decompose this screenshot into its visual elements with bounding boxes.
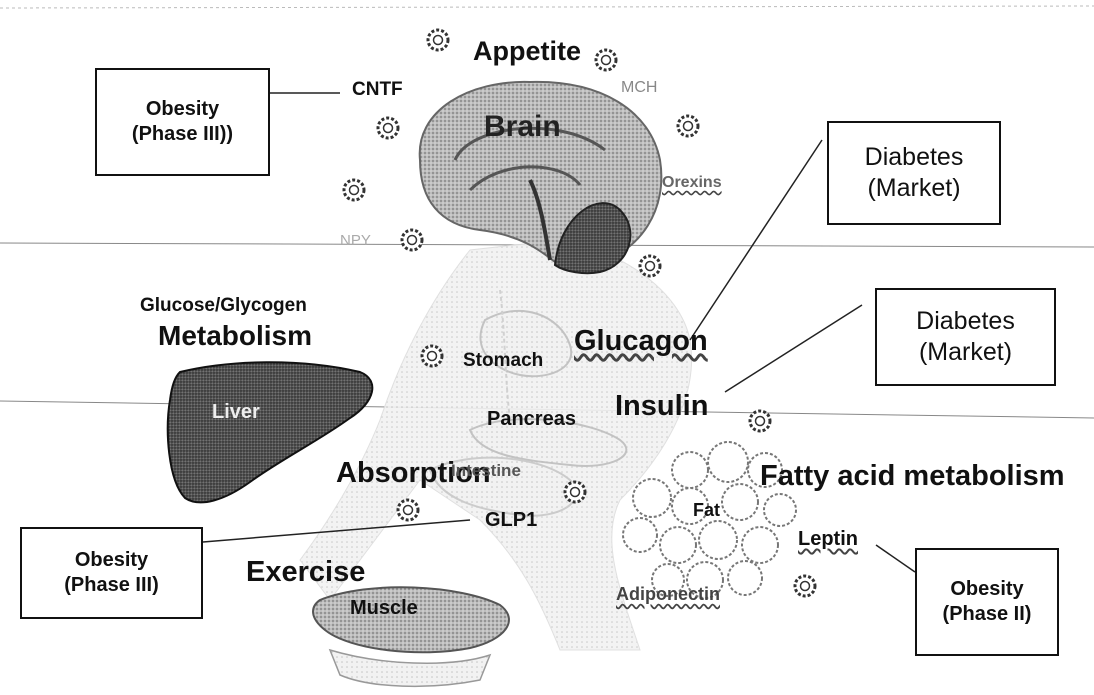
muscle-label: Muscle bbox=[350, 597, 418, 620]
fat-label: Fat bbox=[693, 500, 720, 521]
diabetes-market-glucagon-box: Diabetes (Market) bbox=[827, 121, 1001, 225]
appetite-label: Appetite bbox=[473, 36, 581, 67]
hormone-gear-icon bbox=[565, 482, 585, 502]
glucagon-label: Glucagon bbox=[574, 325, 708, 358]
exercise-label: Exercise bbox=[246, 556, 365, 589]
hormone-gear-icon bbox=[795, 576, 815, 596]
hormone-gear-icon bbox=[640, 256, 660, 276]
fatty-acid-metabolism-label: Fatty acid metabolism bbox=[760, 460, 1065, 493]
box-status: (Phase III) bbox=[64, 573, 158, 598]
box-title: Diabetes bbox=[865, 142, 964, 173]
glucose-glycogen-label: Glucose/Glycogen bbox=[140, 295, 307, 317]
box-status: (Market) bbox=[919, 337, 1012, 368]
hormone-gear-icon bbox=[678, 116, 698, 136]
adiponectin-label: Adiponectin bbox=[616, 584, 720, 605]
glp1-label: GLP1 bbox=[485, 509, 537, 532]
hormone-gear-icon bbox=[402, 230, 422, 250]
intestine-label: Intestine bbox=[451, 461, 521, 481]
diabetes-market-insulin-box: Diabetes (Market) bbox=[875, 288, 1056, 386]
hormone-gear-icon bbox=[596, 50, 616, 70]
liver-label: Liver bbox=[212, 401, 260, 424]
box-title: Obesity bbox=[146, 97, 219, 122]
box-status: (Phase III)) bbox=[132, 122, 233, 147]
npy-label: NPY bbox=[340, 232, 371, 249]
cntf-label: CNTF bbox=[352, 79, 403, 101]
pancreas-label: Pancreas bbox=[487, 408, 576, 431]
brain-label: Brain bbox=[484, 110, 561, 144]
box-status: (Phase II) bbox=[943, 602, 1032, 627]
hormone-gear-icon bbox=[344, 180, 364, 200]
insulin-label: Insulin bbox=[615, 390, 708, 423]
hormone-gear-icon bbox=[378, 118, 398, 138]
box-title: Diabetes bbox=[916, 306, 1015, 337]
obesity-phase2-leptin-box: Obesity (Phase II) bbox=[915, 548, 1059, 656]
mch-label: MCH bbox=[621, 79, 657, 97]
metabolism-label: Metabolism bbox=[158, 320, 312, 352]
hormone-gear-icon bbox=[422, 346, 442, 366]
leptin-label: Leptin bbox=[798, 528, 858, 551]
orexins-label: Orexins bbox=[662, 174, 722, 192]
box-title: Obesity bbox=[75, 548, 148, 573]
obesity-phase3-cntf-box: Obesity (Phase III)) bbox=[95, 68, 270, 176]
hormone-gear-icon bbox=[750, 411, 770, 431]
stomach-label: Stomach bbox=[463, 350, 543, 372]
box-title: Obesity bbox=[950, 577, 1023, 602]
box-status: (Market) bbox=[867, 173, 960, 204]
hormone-gear-icon bbox=[428, 30, 448, 50]
obesity-phase3-glp1-box: Obesity (Phase III) bbox=[20, 527, 203, 619]
hormone-gear-icon bbox=[398, 500, 418, 520]
